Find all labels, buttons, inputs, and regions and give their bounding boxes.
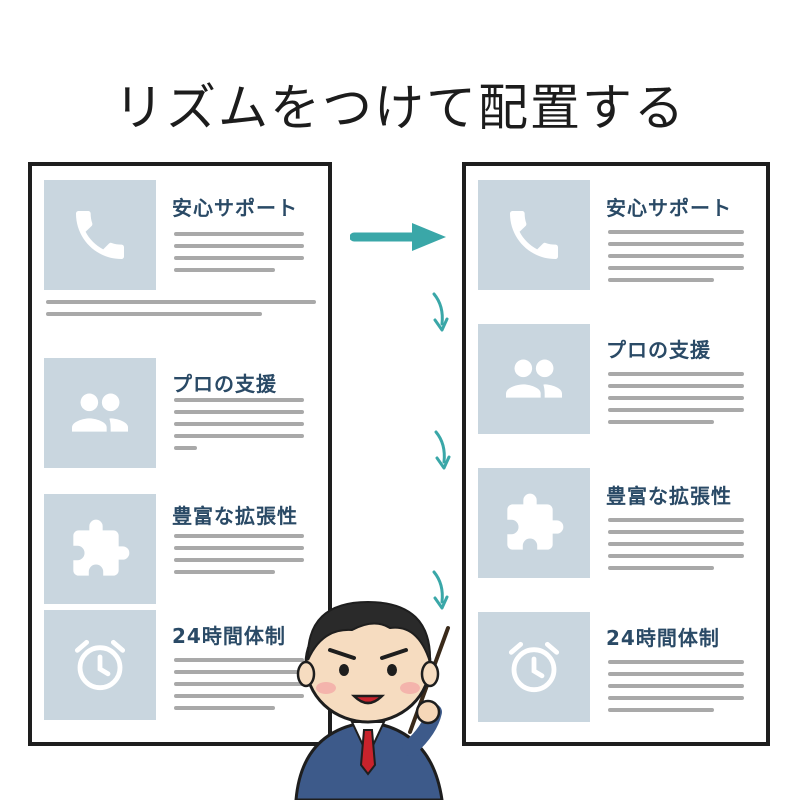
section-heading: 24時間体制 [172,624,286,648]
text-placeholder-lines [608,372,744,432]
phone-icon [76,211,124,259]
puzzle-icon [507,493,564,550]
curved-down-arrow-icon [432,570,449,610]
section-heading: 安心サポート [172,196,298,220]
section-heading: プロの支援 [172,372,277,396]
text-placeholder-lines [174,398,304,458]
alarm-clock-icon [74,639,126,691]
text-placeholder-lines [174,658,304,718]
layout-before-panel: 安心サポート プロの支援 豊富な拡張性 24時間体制 [28,162,332,746]
page-title: リズムをつけて配置する [114,79,686,137]
tile-people [44,358,156,468]
section-heading: 豊富な拡張性 [606,484,732,508]
right-arrow-icon [350,223,446,251]
section-heading: 豊富な拡張性 [172,504,298,528]
tile-alarm [44,610,156,720]
tile-phone [44,180,156,290]
presenter-illustration [294,600,450,800]
text-placeholder-lines [174,232,304,280]
text-placeholder-lines [608,518,744,578]
text-placeholder-lines [174,534,304,582]
puzzle-icon [73,519,130,576]
people-icon [506,359,562,398]
tile-phone [478,180,590,290]
phone-icon [510,211,558,259]
tile-people [478,324,590,434]
tile-puzzle [44,494,156,604]
section-heading: 安心サポート [606,196,732,220]
alarm-clock-icon [508,641,560,693]
layout-after-panel: 安心サポート プロの支援 豊富な拡張性 24時間体制 [462,162,770,746]
curved-down-arrow-icon [434,430,451,470]
text-placeholder-lines [608,230,744,290]
tile-alarm [478,612,590,722]
text-placeholder-lines [46,300,316,324]
people-icon [72,393,128,432]
text-placeholder-lines [608,660,744,720]
section-heading: プロの支援 [606,338,711,362]
curved-down-arrow-icon [432,292,449,332]
section-heading: 24時間体制 [606,626,720,650]
tile-puzzle [478,468,590,578]
